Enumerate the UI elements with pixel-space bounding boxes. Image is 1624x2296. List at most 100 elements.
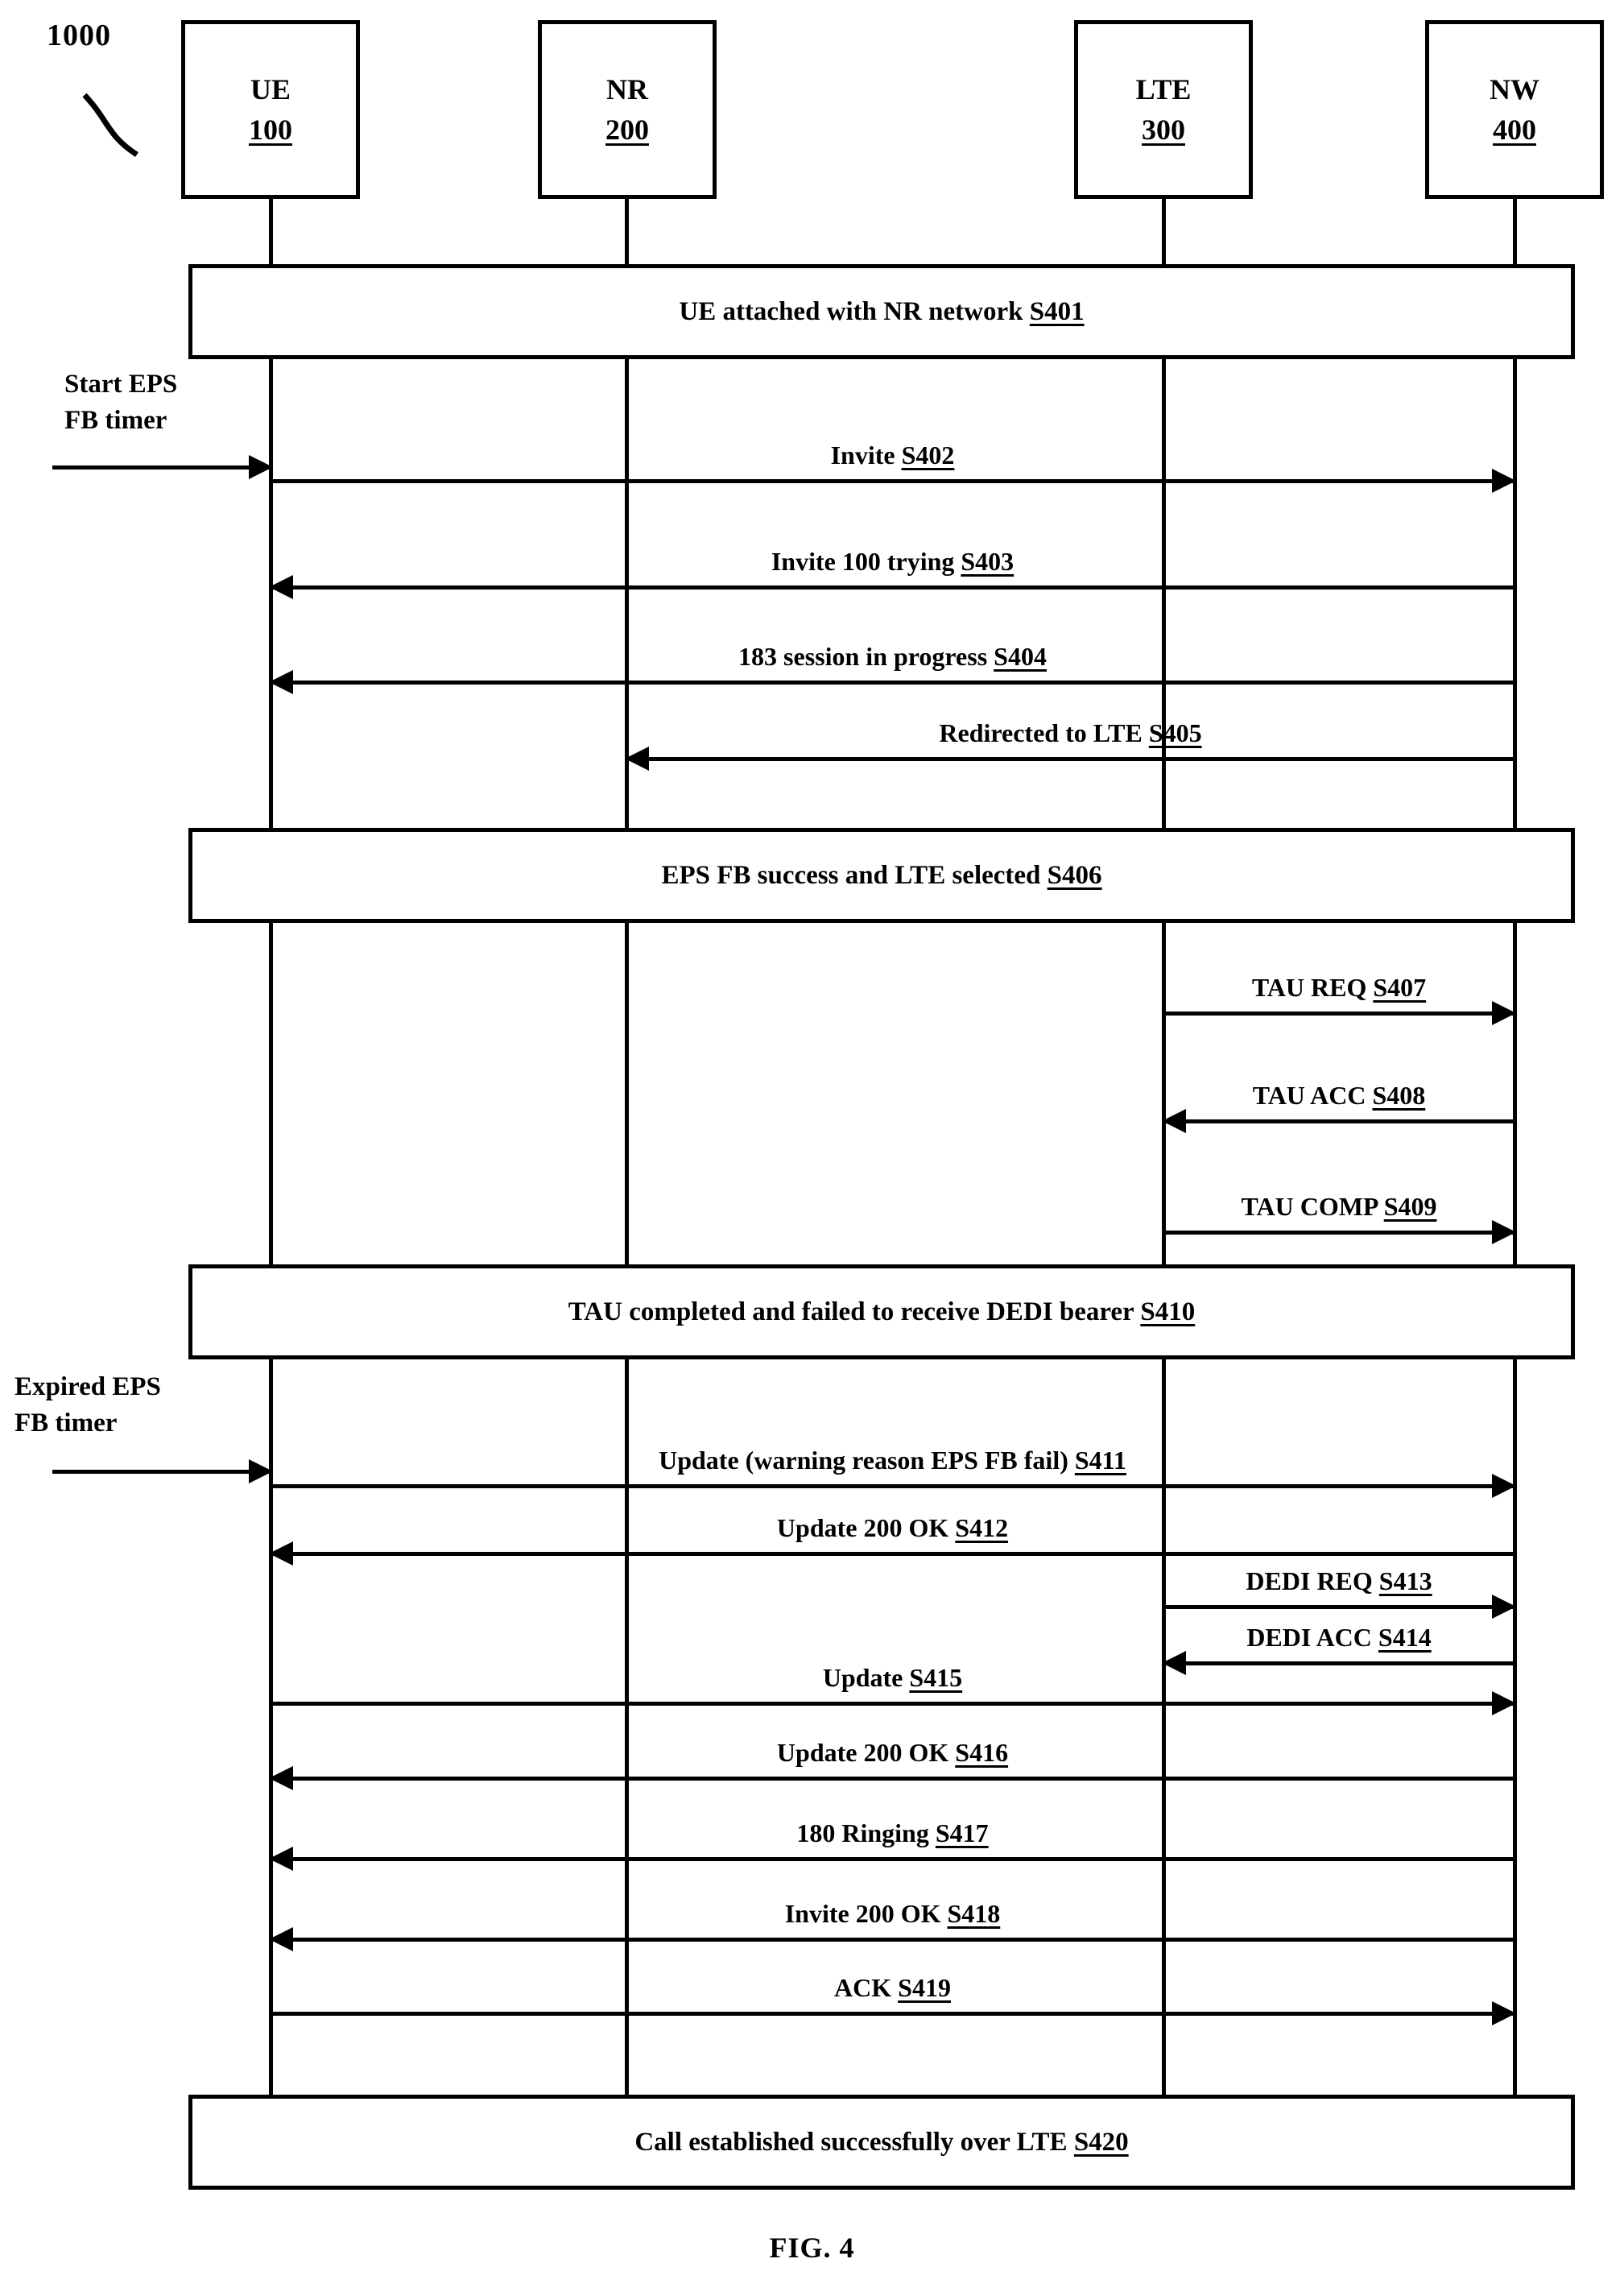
arrow-shaft [52, 1470, 271, 1474]
note-label-s406: EPS FB success and LTE selected [661, 860, 1048, 890]
arrow-head-right [1492, 469, 1516, 493]
note-text-s401: UE attached with NR network S401 [679, 297, 1084, 327]
arrow-head-right [1492, 1220, 1516, 1244]
message-label-s408: TAU ACC S408 [1163, 1080, 1514, 1110]
note-text-s406: EPS FB success and LTE selected S406 [661, 861, 1101, 891]
message-step-s418: S418 [947, 1898, 1001, 1928]
message-label-s402: Invite S402 [271, 441, 1514, 470]
arrow-shaft [271, 1777, 1514, 1781]
annotation-expired-eps-fb-timer: Expired EPS FB timer [14, 1369, 161, 1441]
note-step-s406: S406 [1047, 860, 1102, 890]
message-text-s402: Invite [830, 440, 902, 470]
message-text-s403: Invite 100 trying [771, 546, 961, 576]
message-step-s411: S411 [1074, 1445, 1126, 1475]
note-text-s420: Call established successfully over LTE S… [634, 2128, 1128, 2157]
note-band-s410: TAU completed and failed to receive DEDI… [188, 1264, 1575, 1359]
arrow-head-left [269, 575, 293, 599]
message-label-s405: Redirected to LTE S405 [626, 718, 1514, 747]
message-text-s419: ACK [834, 1972, 899, 2002]
message-text-s404: 183 session in progress [738, 641, 994, 671]
arrow-head-right [1492, 1595, 1516, 1619]
arrow-shaft [271, 1938, 1514, 1942]
message-label-s409: TAU COMP S409 [1163, 1191, 1514, 1221]
message-label-s414: DEDI ACC S414 [1163, 1622, 1514, 1652]
actor-box-nr: NR 200 [538, 20, 717, 199]
note-label-s401: UE attached with NR network [679, 296, 1030, 326]
arrow-head-left [269, 1541, 293, 1566]
lifeline-lte [1162, 199, 1166, 2140]
message-label-s411: Update (warning reason EPS FB fail) S411 [271, 1446, 1514, 1475]
actor-box-nw: NW 400 [1425, 20, 1604, 199]
lifeline-nw [1513, 199, 1517, 2140]
note-band-s401: UE attached with NR network S401 [188, 264, 1575, 359]
arrow-head-right [1492, 1474, 1516, 1498]
arrow-shaft [626, 757, 1514, 761]
message-label-s412: Update 200 OK S412 [271, 1512, 1514, 1542]
note-band-s420: Call established successfully over LTE S… [188, 2095, 1575, 2190]
arrow-shaft [271, 2012, 1514, 2016]
message-step-s419: S419 [898, 1972, 951, 2002]
message-text-s414: DEDI ACC [1246, 1622, 1378, 1652]
arrow-head-right [249, 455, 273, 479]
message-label-s419: ACK S419 [271, 1972, 1514, 2002]
actor-name-nr: NR [606, 73, 648, 105]
message-step-s412: S412 [955, 1512, 1009, 1542]
message-step-s408: S408 [1372, 1080, 1426, 1110]
arrow-head-left [269, 1927, 293, 1951]
arrow-head-left [269, 1766, 293, 1790]
note-text-s410: TAU completed and failed to receive DEDI… [568, 1297, 1195, 1327]
annotation-expired-line2: FB timer [14, 1408, 118, 1438]
message-label-s407: TAU REQ S407 [1163, 972, 1514, 1002]
annotation-expired-line1: Expired EPS [14, 1372, 161, 1401]
note-label-s420: Call established successfully over LTE [634, 2127, 1074, 2157]
message-text-s408: TAU ACC [1252, 1080, 1373, 1110]
actor-number-nw: 400 [1493, 114, 1536, 146]
message-label-s418: Invite 200 OK S418 [271, 1898, 1514, 1928]
message-step-s414: S414 [1378, 1622, 1432, 1652]
message-step-s416: S416 [955, 1737, 1009, 1767]
arrow-shaft [1163, 1119, 1514, 1123]
arrow-head-left [1162, 1651, 1186, 1675]
arrow-shaft [1163, 1011, 1514, 1016]
figure-caption: FIG. 4 [769, 2232, 855, 2264]
arrow-shaft [271, 1484, 1514, 1488]
message-label-s404: 183 session in progress S404 [271, 641, 1514, 671]
arrow-head-left [269, 1847, 293, 1871]
arrow-head-right [1492, 1691, 1516, 1715]
arrow-head-right [1492, 1001, 1516, 1025]
message-label-s413: DEDI REQ S413 [1163, 1566, 1514, 1595]
arrow-shaft [271, 1552, 1514, 1556]
arrow-head-left [625, 747, 649, 771]
arrow-shaft [271, 1702, 1514, 1706]
note-step-s420: S420 [1073, 2127, 1129, 2157]
message-label-s415: Update S415 [271, 1662, 1514, 1692]
actor-number-nr: 200 [605, 114, 649, 146]
message-text-s413: DEDI REQ [1246, 1566, 1379, 1595]
message-step-s409: S409 [1383, 1191, 1437, 1221]
message-text-s409: TAU COMP [1241, 1191, 1384, 1221]
note-band-s406: EPS FB success and LTE selected S406 [188, 828, 1575, 923]
message-step-s413: S413 [1378, 1566, 1432, 1595]
arrow-shaft [271, 1857, 1514, 1861]
arrow-shaft [271, 585, 1514, 590]
message-step-s407: S407 [1373, 972, 1427, 1002]
actor-name-nw: NW [1490, 73, 1539, 105]
message-step-s404: S404 [994, 641, 1047, 671]
actor-number-lte: 300 [1142, 114, 1185, 146]
message-step-s402: S402 [901, 440, 955, 470]
arrow-shaft [52, 465, 271, 470]
actor-box-ue: UE 100 [181, 20, 360, 199]
actor-number-ue: 100 [249, 114, 292, 146]
annotation-start-line1: Start EPS [64, 370, 178, 399]
message-step-s415: S415 [909, 1662, 963, 1692]
arrow-head-left [1162, 1109, 1186, 1133]
message-text-s416: Update 200 OK [776, 1737, 956, 1767]
actor-name-ue: UE [250, 73, 291, 105]
lead-line-curve [82, 93, 138, 157]
message-text-s412: Update 200 OK [776, 1512, 956, 1542]
annotation-start-line2: FB timer [64, 405, 167, 435]
message-label-s403: Invite 100 trying S403 [271, 546, 1514, 576]
actor-name-lte: LTE [1135, 73, 1192, 105]
arrow-head-right [249, 1459, 273, 1483]
